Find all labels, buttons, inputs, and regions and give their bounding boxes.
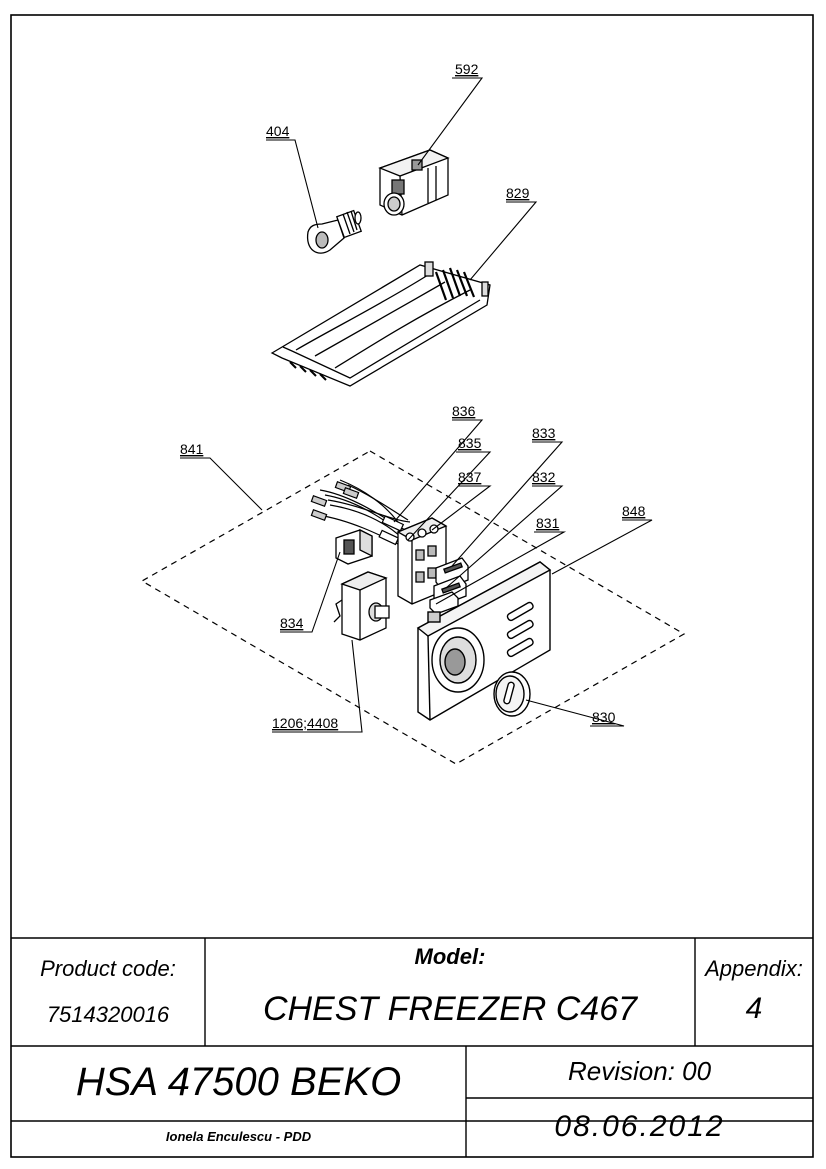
bulb-part (306, 209, 363, 254)
callout-848: 848 (622, 503, 646, 519)
product-name: HSA 47500 BEKO (75, 1060, 402, 1104)
callout-833: 833 (532, 425, 556, 441)
control-panel-part (416, 561, 552, 721)
callout-837: 837 (458, 469, 482, 485)
appendix-label: Appendix: (705, 956, 803, 981)
switch-part (335, 528, 373, 565)
revision: Revision: 00 (567, 1056, 712, 1086)
callout-leaders (180, 77, 653, 733)
author: Ionela Enculescu - PDD (165, 1129, 312, 1144)
terminal-block-part (396, 517, 448, 605)
callout-834: 834 (280, 615, 304, 631)
callout-832: 832 (532, 469, 556, 485)
callout-1206-4408: 1206;4408 (272, 715, 338, 731)
callout-841: 841 (180, 441, 204, 457)
callout-831: 831 (536, 515, 560, 531)
thermostat-part (333, 571, 390, 641)
light-cover-part (270, 261, 491, 387)
knob-part (493, 671, 531, 717)
callout-labels: 592 404 829 836 835 833 837 832 841 848 … (180, 61, 646, 731)
title-block-lines (11, 937, 813, 1157)
model-label: Model: (414, 944, 486, 969)
callout-836: 836 (452, 403, 476, 419)
product-code-value: 7514320016 (46, 1002, 170, 1027)
date: 08.06.2012 (554, 1110, 725, 1143)
lamp-holder-part (378, 149, 450, 216)
assembly-group-outline (140, 450, 686, 765)
wire-harness-part (310, 479, 411, 546)
callout-829: 829 (506, 185, 530, 201)
indicator-parts (429, 557, 469, 615)
callout-404: 404 (266, 123, 290, 139)
callout-830: 830 (592, 709, 616, 725)
callout-835: 835 (458, 435, 482, 451)
callout-592: 592 (455, 61, 479, 77)
product-code-label: Product code: (40, 956, 176, 981)
model-value: CHEST FREEZER C467 (262, 990, 638, 1028)
sheet-frame (10, 14, 814, 1158)
appendix-value: 4 (745, 992, 763, 1025)
